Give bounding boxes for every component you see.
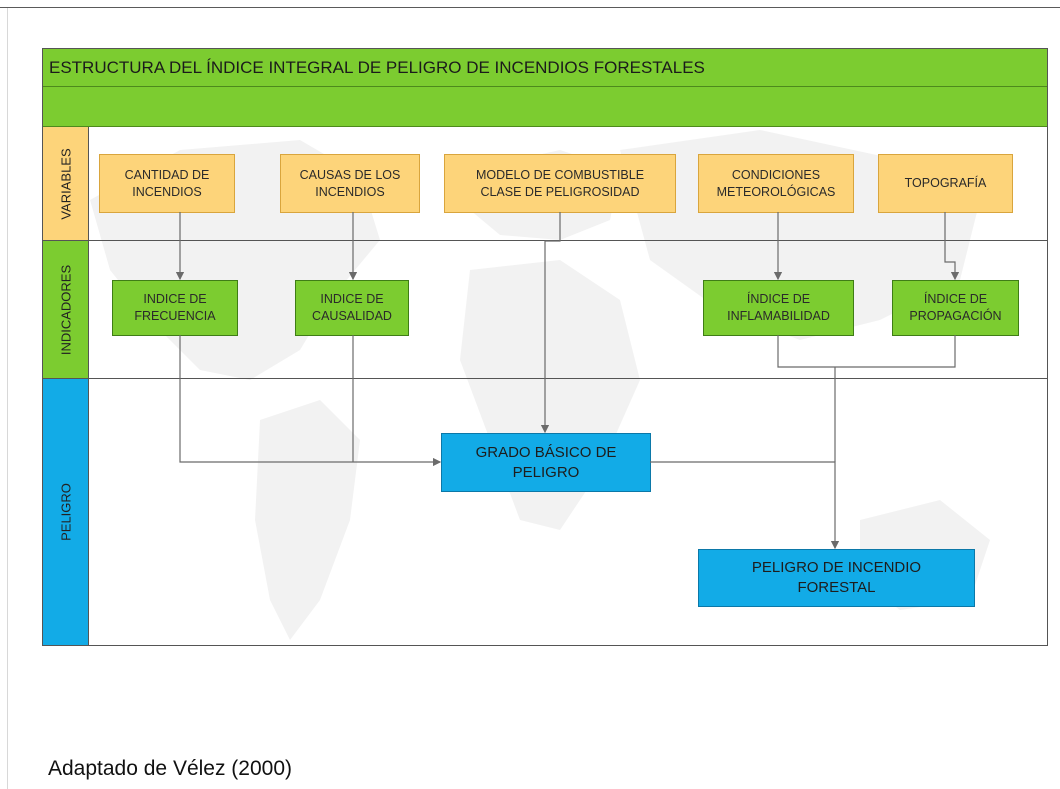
variable-causas-incendios: CAUSAS DE LOS INCENDIOS (280, 154, 420, 213)
variable-modelo-combustible-label: MODELO DE COMBUSTIBLE CLASE DE PELIGROSI… (475, 167, 645, 199)
top-rule (0, 7, 1060, 8)
indicador-frecuencia: INDICE DE FRECUENCIA (112, 280, 238, 336)
left-rule (7, 8, 8, 789)
variable-cantidad-incendios-label: CANTIDAD DE INCENDIOS (124, 167, 210, 199)
peligro-incendio-forestal: PELIGRO DE INCENDIO FORESTAL (698, 549, 975, 607)
diagram-title: ESTRUCTURA DEL ÍNDICE INTEGRAL DE PELIGR… (43, 49, 1047, 87)
variable-causas-incendios-label: CAUSAS DE LOS INCENDIOS (299, 167, 401, 199)
diagram-frame: ESTRUCTURA DEL ÍNDICE INTEGRAL DE PELIGR… (42, 48, 1048, 646)
row-label-peligro-text: PELIGRO (58, 483, 73, 541)
variable-topografia: TOPOGRAFÍA (878, 154, 1013, 213)
indicador-causalidad-label: INDICE DE CAUSALIDAD (312, 292, 392, 323)
variable-condiciones-meteorologicas: CONDICIONES METEOROLÓGICAS (698, 154, 854, 213)
row-divider-2 (89, 378, 1047, 379)
row-label-indicadores-text: INDICADORES (58, 264, 73, 355)
indicador-frecuencia-label: INDICE DE FRECUENCIA (134, 292, 216, 323)
grado-basico-peligro: GRADO BÁSICO DE PELIGRO (441, 433, 651, 492)
indicador-inflamabilidad: ÍNDICE DE INFLAMABILIDAD (703, 280, 854, 336)
peligro-incendio-forestal-label: PELIGRO DE INCENDIO FORESTAL (751, 559, 922, 596)
row-label-indicadores: INDICADORES (43, 241, 89, 379)
variable-modelo-combustible: MODELO DE COMBUSTIBLE CLASE DE PELIGROSI… (444, 154, 676, 213)
source-caption: Adaptado de Vélez (2000) (48, 757, 293, 780)
indicador-propagacion-label: ÍNDICE DE PROPAGACIÓN (909, 292, 1002, 323)
variable-condiciones-meteorologicas-label: CONDICIONES METEOROLÓGICAS (716, 167, 836, 199)
grado-basico-peligro-label: GRADO BÁSICO DE PELIGRO (475, 443, 617, 481)
row-label-variables-text: VARIABLES (58, 147, 73, 220)
title-subband (43, 87, 1047, 127)
indicador-causalidad: INDICE DE CAUSALIDAD (295, 280, 409, 336)
indicador-propagacion: ÍNDICE DE PROPAGACIÓN (892, 280, 1019, 336)
variable-topografia-label: TOPOGRAFÍA (904, 176, 987, 190)
row-label-variables: VARIABLES (43, 127, 89, 241)
indicador-inflamabilidad-label: ÍNDICE DE INFLAMABILIDAD (727, 292, 830, 323)
row-label-peligro: PELIGRO (43, 379, 89, 645)
row-divider-1 (89, 240, 1047, 241)
variable-cantidad-incendios: CANTIDAD DE INCENDIOS (99, 154, 235, 213)
